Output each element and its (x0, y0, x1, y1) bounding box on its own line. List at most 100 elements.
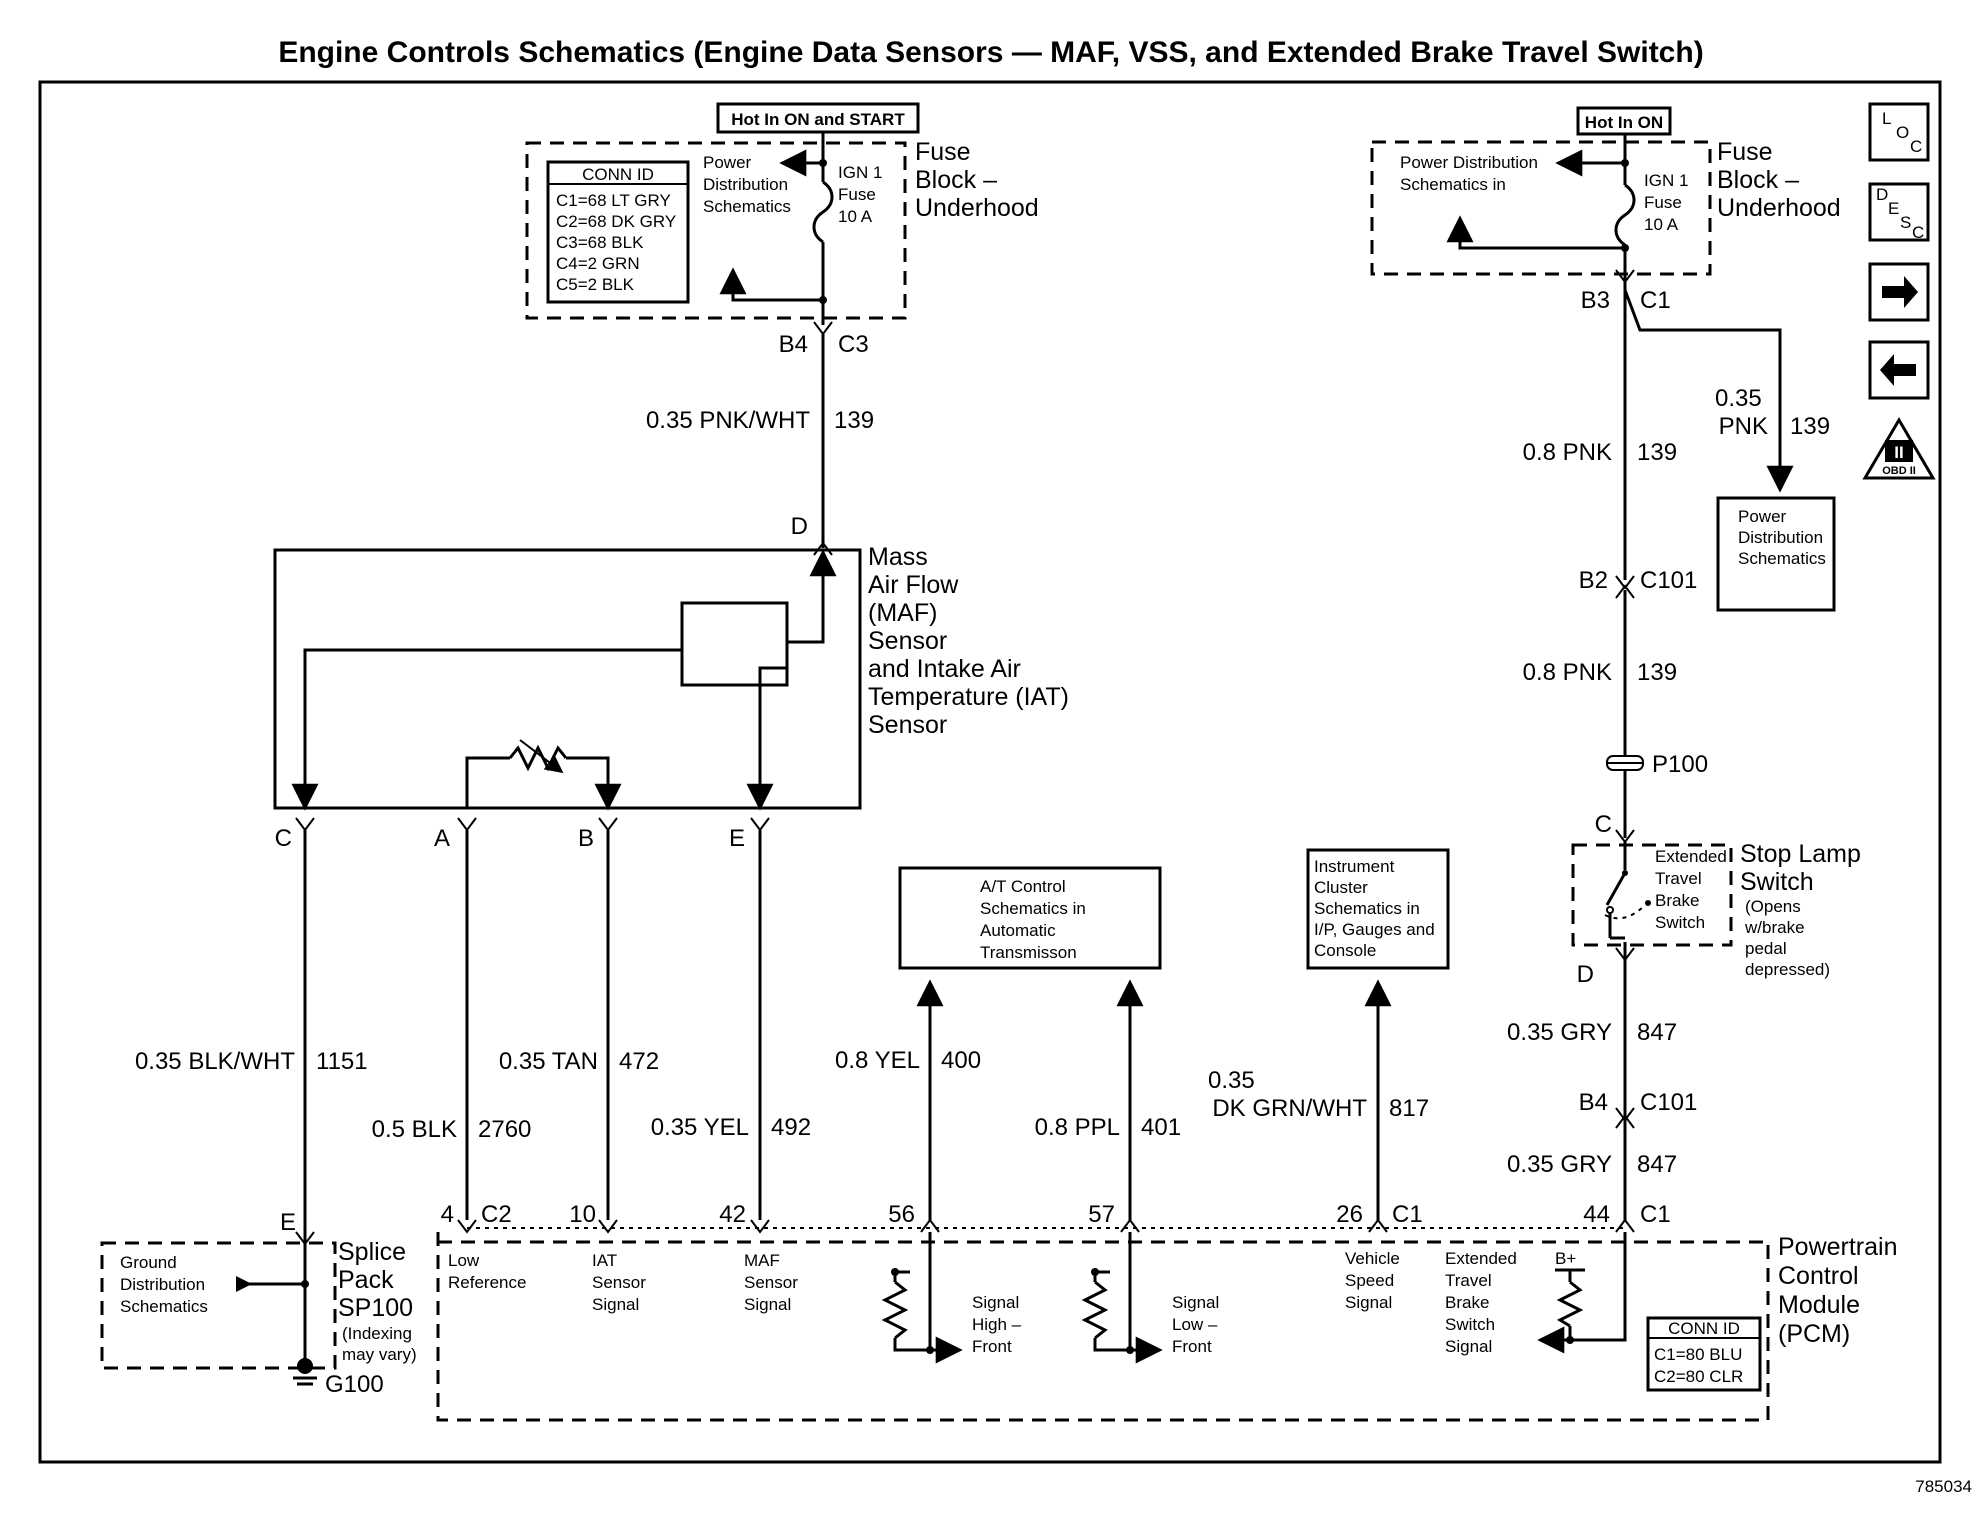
left-conn-id-header: CONN ID (582, 165, 654, 184)
conn-id-c5: C5=2 BLK (556, 275, 635, 294)
left-fuse-block-name2: Block – (915, 166, 997, 194)
ic-box-line3: Schematics in (1314, 899, 1420, 918)
maf-pin-b: B (578, 825, 594, 852)
left-fuse-conn-c3: C3 (838, 331, 869, 358)
wire-gry-b-circuit: 847 (1637, 1151, 1677, 1178)
stop-lamp-pin-d: D (1577, 961, 1594, 988)
conn-id-c1: C1=68 LT GRY (556, 191, 671, 210)
stop-lamp-note-line2: w/brake (1744, 918, 1805, 937)
pcm-low-ref-line2: Reference (448, 1273, 526, 1292)
ic-box-line5: Console (1314, 941, 1376, 960)
pcm-iat-line1: IAT (592, 1251, 617, 1270)
maf-sensor-body (273, 548, 862, 810)
ebts-pullup-resistor (1556, 1280, 1584, 1328)
maf-name-line7: Sensor (868, 711, 947, 739)
desc-icon-c: C (1912, 223, 1924, 242)
c101-top-pin-b2: B2 (1579, 567, 1608, 594)
pcm-iat-line3: Signal (592, 1295, 639, 1314)
description-nav-button[interactable]: D E S C (1868, 182, 1930, 242)
pcm-maf-line3: Signal (744, 1295, 791, 1314)
right-fuse-pin-b3: B3 (1581, 287, 1610, 314)
right-fuse-block-name1: Fuse (1717, 138, 1773, 166)
obd-ii-icon (1862, 417, 1936, 480)
pcm-iat-line2: Sensor (592, 1273, 646, 1292)
pcm-conn-c1-a: C1 (1392, 1201, 1423, 1228)
wire-pnk-a-circuit: 139 (1637, 439, 1677, 466)
ic-box-line4: I/P, Gauges and (1314, 920, 1435, 939)
pcm-conn-id-box (1646, 1316, 1762, 1392)
ic-box-line2: Cluster (1314, 878, 1368, 897)
right-fuse-block: Hot In ON Power Distribution Schematics … (1370, 106, 1841, 314)
wire-yel8-label: 0.8 YEL (835, 1047, 920, 1074)
stop-lamp-note-line1: (Opens (1745, 897, 1801, 916)
hot-in-on-label: Hot In ON (1585, 113, 1663, 132)
pcm-maf-line1: MAF (744, 1251, 780, 1270)
pcm-pin-56: 56 (888, 1201, 915, 1228)
wire-yel8-circuit: 400 (941, 1047, 981, 1074)
pcm-name-line2: Control (1778, 1262, 1859, 1290)
wire-blk-label: 0.5 BLK (372, 1116, 457, 1143)
wire-pnk-branch-line1: 0.35 (1715, 385, 1762, 412)
at-box-line1: A/T Control (980, 877, 1066, 896)
wire-dkgrn-circuit: 817 (1389, 1095, 1429, 1122)
power-dist-box-line1: Power (1738, 507, 1787, 526)
left-fuse-symbol (812, 180, 834, 244)
wire-gry-a-circuit: 847 (1637, 1019, 1677, 1046)
wire-dkgrn-line2: DK GRN/WHT (1212, 1095, 1367, 1122)
maf-name-line1: Mass (868, 543, 928, 571)
wire-pnk-b-circuit: 139 (1637, 659, 1677, 686)
right-fuse-symbol (1614, 183, 1636, 247)
at-box-line4: Transmisson (980, 943, 1077, 962)
maf-pin-c: C (275, 825, 292, 852)
maf-name-line4: Sensor (868, 627, 947, 655)
wire-dkgrn-line1: 0.35 (1208, 1067, 1255, 1094)
wire-blk-circuit: 2760 (478, 1116, 531, 1143)
left-fuse-line1: IGN 1 (838, 163, 882, 182)
obd-ii-button[interactable]: II OBD II (1862, 417, 1936, 480)
pcm-maf-line2: Sensor (744, 1273, 798, 1292)
c101-bottom-conn: C101 (1640, 1089, 1697, 1116)
next-page-button[interactable] (1868, 262, 1930, 322)
right-fuse-line3: 10 A (1644, 215, 1679, 234)
ground-splice-outline (100, 1241, 337, 1370)
wire-pnk-branch-circuit: 139 (1790, 413, 1830, 440)
left-fuse-line2: Fuse (838, 185, 876, 204)
ebts-line4: Switch (1445, 1315, 1495, 1334)
pcm-conn-id-c2: C2=80 CLR (1654, 1367, 1743, 1386)
left-power-dist-line3: Schematics (703, 197, 791, 216)
ebts-line1: Extended (1445, 1249, 1517, 1268)
wire-gry-a-label: 0.35 GRY (1507, 1019, 1612, 1046)
desc-icon-e: E (1888, 199, 1899, 218)
location-nav-button[interactable]: L O C (1868, 102, 1930, 162)
conn-id-c4: C4=2 GRN (556, 254, 640, 273)
outer-frame (38, 80, 1942, 1464)
c101-top-conn: C101 (1640, 567, 1697, 594)
right-fuse-block-name2: Block – (1717, 166, 1799, 194)
power-dist-box-line2: Distribution (1738, 528, 1823, 547)
pcm-pin-44: 44 (1583, 1201, 1610, 1228)
figure-id: 785034 (1915, 1477, 1972, 1496)
maf-pin-e: E (729, 825, 745, 852)
conn-id-c3: C3=68 BLK (556, 233, 644, 252)
sig-high-line3: Front (972, 1337, 1012, 1356)
wire-ppl-circuit: 401 (1141, 1114, 1181, 1141)
previous-page-button[interactable] (1868, 340, 1930, 400)
pcm-pin-4: 4 (441, 1201, 454, 1228)
pcm-conn-id-header: CONN ID (1668, 1319, 1740, 1338)
signal-high-resistor (881, 1280, 909, 1340)
splice-name-line3: SP100 (338, 1294, 413, 1322)
sig-low-line3: Front (1172, 1337, 1212, 1356)
at-box-line2: Schematics in (980, 899, 1086, 918)
ebts-line3: Brake (1445, 1293, 1489, 1312)
right-fuse-line2: Fuse (1644, 193, 1682, 212)
left-power-dist-line2: Distribution (703, 175, 788, 194)
maf-name-line3: (MAF) (868, 599, 937, 627)
sig-high-line1: Signal (972, 1293, 1019, 1312)
wire-pnk-a-label: 0.8 PNK (1523, 439, 1612, 466)
stop-lamp-switch-outline (1571, 843, 1733, 947)
pcm-conn-id-c1: C1=80 BLU (1654, 1345, 1742, 1364)
maf-iat-sensor: Mass Air Flow (MAF) Sensor and Intake Ai… (273, 543, 1069, 811)
hot-in-on-start-label: Hot In ON and START (731, 110, 905, 129)
ground-g100-symbol (297, 1358, 313, 1374)
signal-low-resistor (1081, 1280, 1109, 1340)
